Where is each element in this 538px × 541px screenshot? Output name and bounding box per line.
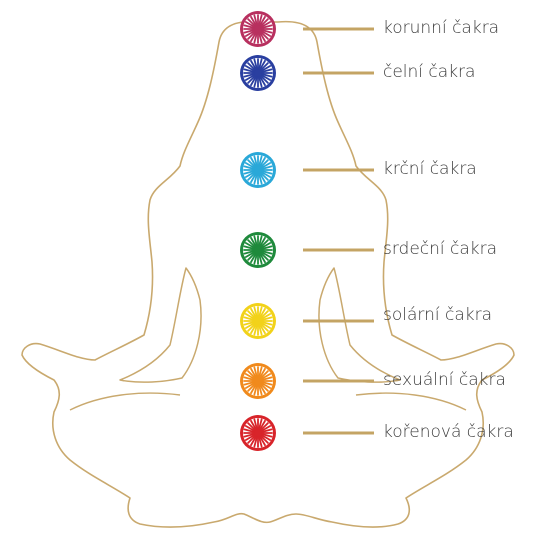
body-outline: [22, 22, 514, 527]
chakra-label: krční čakra: [383, 159, 477, 179]
third-eye-chakra-wheel-icon: [240, 55, 276, 91]
throat-chakra-wheel-icon: [240, 152, 276, 188]
right-leg: [356, 393, 466, 410]
left-arm: [120, 268, 201, 382]
crown-chakra-wheel-icon: [240, 11, 276, 47]
chakra-label: sexuální čakra: [383, 370, 506, 390]
sacral-chakra-wheel-icon: [240, 363, 276, 399]
root-chakra-wheel-icon: [240, 415, 276, 451]
solar-plexus-chakra-wheel-icon: [240, 303, 276, 339]
chakra-label: srdeční čakra: [383, 239, 497, 259]
chakra-label: čelní čakra: [383, 62, 475, 82]
chakra-label: korunní čakra: [383, 18, 499, 38]
chakra-label: kořenová čakra: [383, 422, 514, 442]
chakra-label: solární čakra: [383, 305, 492, 325]
right-arm: [319, 268, 400, 382]
heart-chakra-wheel-icon: [240, 232, 276, 268]
left-leg: [70, 393, 180, 410]
